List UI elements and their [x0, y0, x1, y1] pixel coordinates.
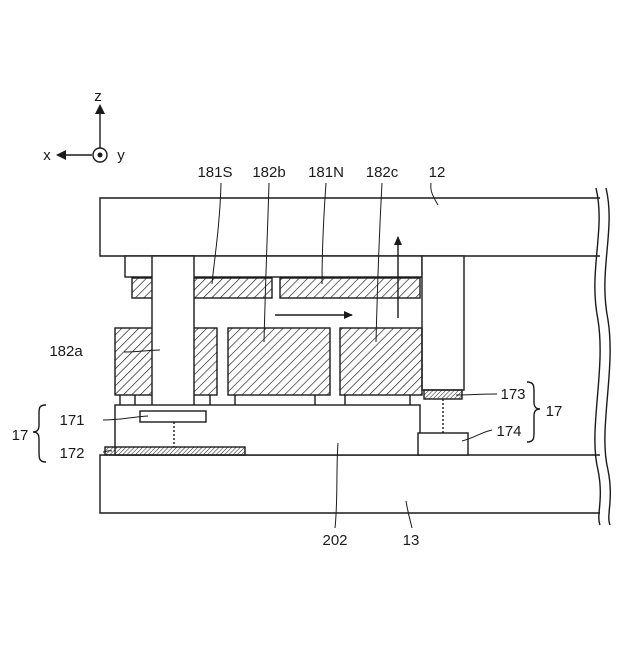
- z-arrowhead: [95, 104, 105, 114]
- coil-182c: [340, 328, 422, 395]
- label-13: 13: [403, 532, 420, 549]
- block-174: [418, 433, 468, 455]
- coordinate-axes: [56, 104, 107, 162]
- label-172: 172: [59, 445, 84, 462]
- head-171: [140, 411, 206, 422]
- label-173: 173: [500, 386, 525, 403]
- x-arrowhead: [56, 150, 66, 160]
- right-support-column: [422, 256, 464, 390]
- y-axis-label: y: [117, 147, 125, 164]
- right-brace-17: [527, 382, 540, 442]
- label-181S: 181S: [197, 164, 232, 181]
- label-174: 174: [496, 423, 521, 440]
- z-axis-label: z: [94, 88, 102, 105]
- left-brace-17: [33, 405, 46, 462]
- x-axis-label: x: [43, 147, 51, 164]
- scale-172: [105, 447, 245, 455]
- label-17-left: 17: [12, 427, 29, 444]
- coil-182b: [228, 328, 330, 395]
- break-line-inner: [605, 188, 610, 525]
- vertical-shaft: [152, 256, 194, 411]
- label-182b: 182b: [252, 164, 285, 181]
- label-171: 171: [59, 412, 84, 429]
- label-17-right: 17: [546, 403, 563, 420]
- label-202: 202: [322, 532, 347, 549]
- upper-plate-12: [100, 198, 600, 256]
- label-12: 12: [429, 164, 446, 181]
- magnet-181N: [280, 278, 420, 298]
- lower-plate-13: [100, 455, 600, 513]
- label-182c: 182c: [366, 164, 399, 181]
- label-182a: 182a: [49, 343, 83, 360]
- y-axis-dot: [98, 153, 103, 158]
- label-181N: 181N: [308, 164, 344, 181]
